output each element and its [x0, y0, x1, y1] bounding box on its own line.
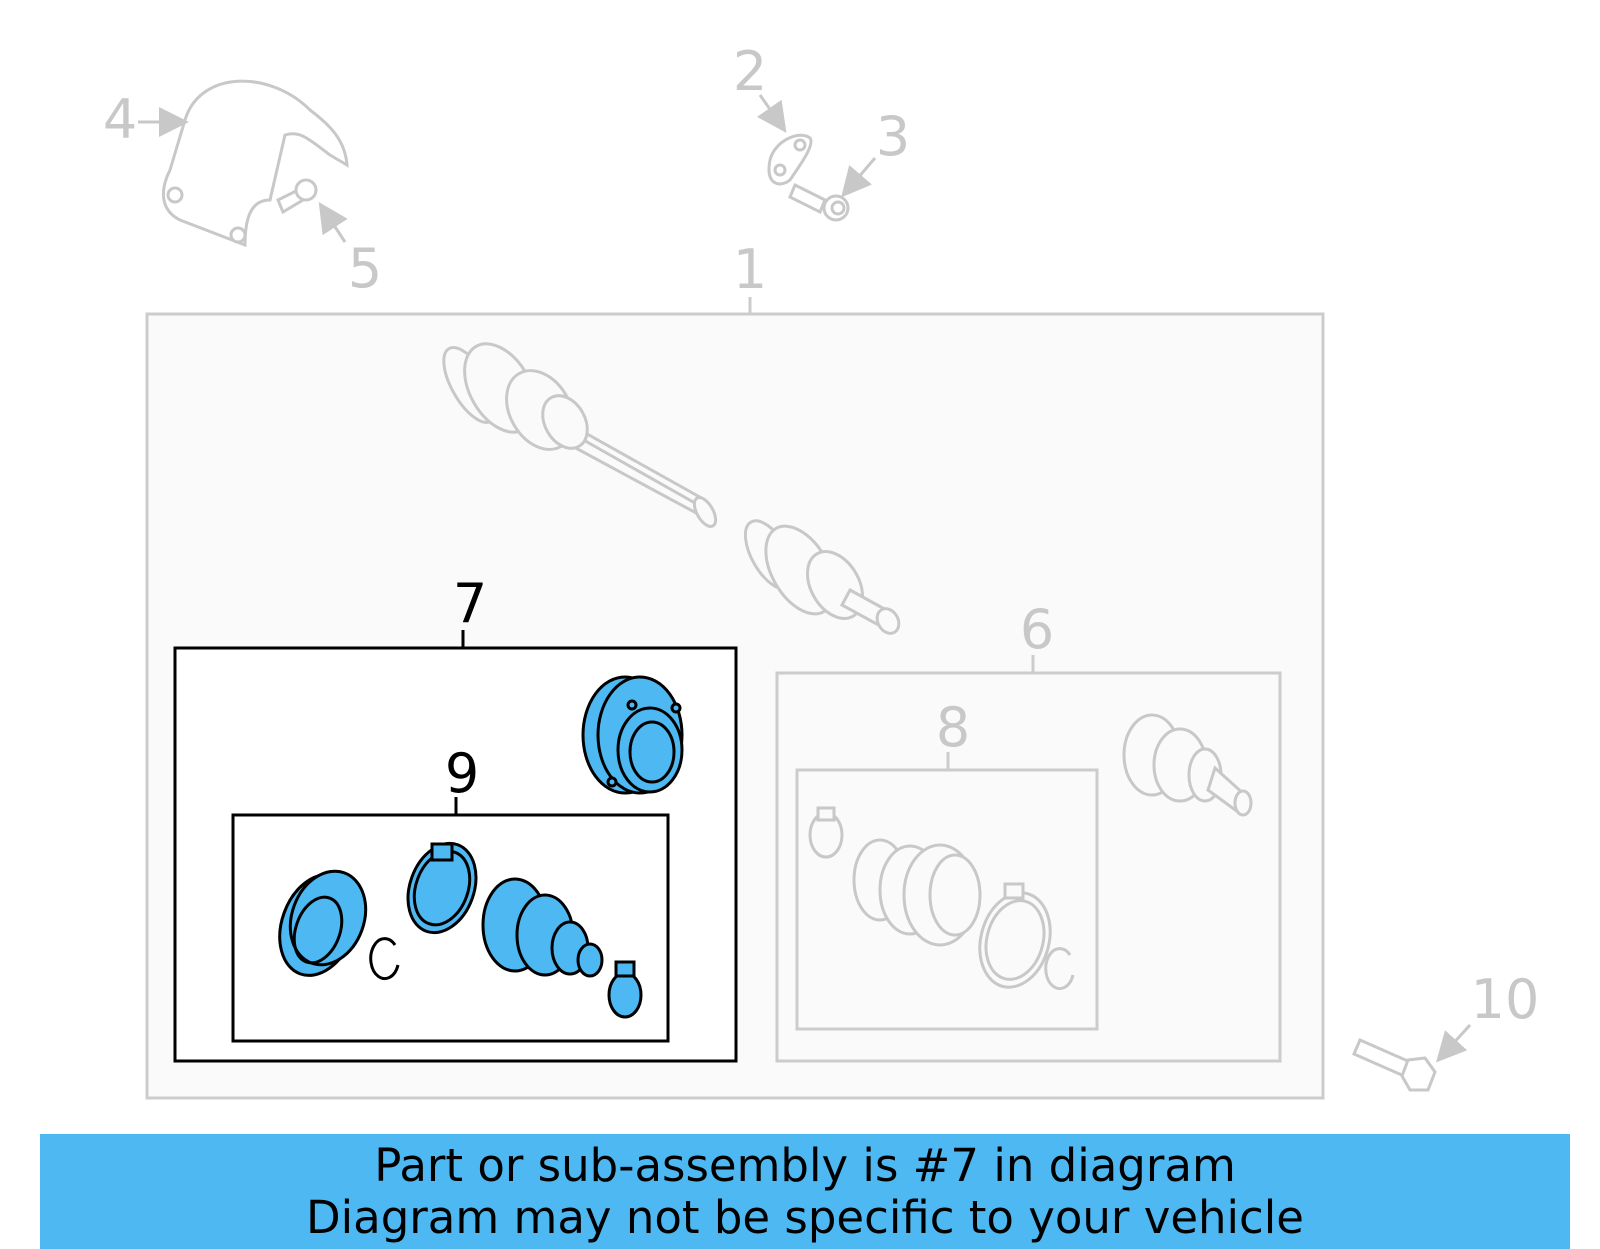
axle-shaft — [442, 342, 901, 635]
boot-kit-parts-faded — [808, 806, 1075, 991]
callout-4: 4 — [103, 88, 137, 151]
callout-8: 8 — [936, 696, 970, 759]
bolt-3 — [788, 182, 850, 222]
bolt-10 — [1352, 1038, 1437, 1092]
boot-kit-parts — [278, 841, 643, 1019]
callout-7: 7 — [453, 572, 487, 635]
info-banner: Part or sub-assembly is #7 in diagram Di… — [40, 1134, 1570, 1249]
callout-10: 10 — [1471, 968, 1540, 1031]
callout-6: 6 — [1020, 598, 1054, 661]
bolt-5 — [276, 178, 318, 215]
callout-5: 5 — [348, 237, 382, 300]
banner-line-2: Diagram may not be specific to your vehi… — [306, 1191, 1304, 1244]
bracket-2 — [767, 133, 813, 186]
callout-1: 1 — [733, 238, 767, 301]
callout-2: 2 — [733, 40, 767, 103]
banner-line-1: Part or sub-assembly is #7 in diagram — [374, 1139, 1236, 1192]
heat-shield — [161, 79, 349, 248]
outer-joint — [1122, 713, 1253, 817]
flange-part — [581, 675, 684, 795]
callout-9: 9 — [445, 742, 479, 805]
callout-3: 3 — [876, 105, 910, 168]
